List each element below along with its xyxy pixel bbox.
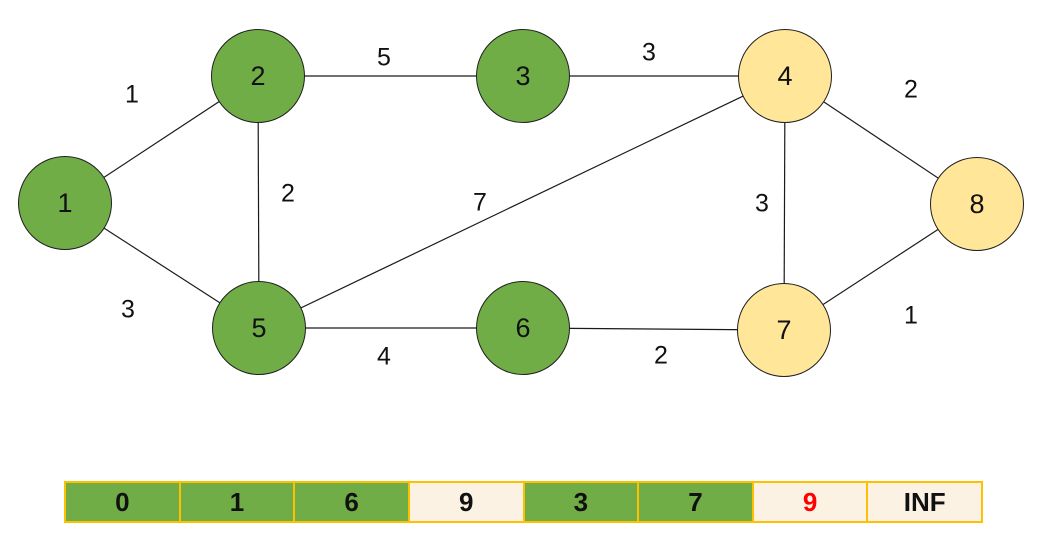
node-2-label: 2	[250, 60, 266, 91]
distance-cell-6: 7	[637, 483, 752, 521]
node-3-label: 3	[515, 60, 531, 91]
node-5-label: 5	[251, 312, 267, 343]
node-7: 7	[737, 283, 831, 377]
node-8-label: 8	[969, 188, 985, 219]
edge-weight-2-3: 5	[377, 43, 391, 72]
distance-value-5: 3	[573, 486, 589, 517]
node-1-label: 1	[57, 187, 73, 218]
distance-value-6: 7	[688, 486, 703, 517]
node-7-label: 7	[776, 314, 792, 345]
edge-weight-4-8: 2	[904, 75, 918, 104]
node-5: 5	[212, 281, 306, 375]
node-6-label: 6	[515, 312, 531, 343]
distance-value-2: 1	[229, 486, 245, 517]
node-3: 3	[476, 29, 570, 123]
edge-weight-1-5: 3	[121, 295, 135, 324]
edge-weight-5-6: 4	[377, 342, 391, 371]
distance-value-8: INF	[903, 486, 946, 517]
edge-weight-7-8: 1	[904, 301, 918, 330]
edge-weight-2-5: 2	[281, 179, 295, 208]
distance-cell-5: 3	[522, 483, 638, 521]
node-1: 1	[18, 156, 112, 250]
distance-cell-4: 9	[407, 483, 523, 521]
edge-weight-3-4: 3	[642, 38, 656, 67]
distance-cell-8: INF	[866, 483, 981, 521]
distance-value-4: 9	[458, 486, 474, 517]
edge-5-4	[258, 75, 786, 329]
edge-weight-5-4: 7	[473, 188, 487, 217]
edge-weight-4-7: 3	[755, 189, 769, 218]
edge-weight-6-7: 2	[654, 341, 668, 370]
edge-weight-1-2: 1	[125, 80, 139, 109]
distance-table: 0 1 6 9 3 7 9 INF	[64, 481, 983, 523]
node-4-label: 4	[777, 60, 793, 91]
distance-cell-7: 9	[751, 483, 867, 521]
distance-cell-3: 6	[293, 483, 408, 521]
node-4: 4	[738, 29, 832, 123]
distance-cell-2: 1	[178, 483, 294, 521]
node-8: 8	[930, 157, 1024, 251]
distance-value-1: 0	[115, 486, 130, 517]
node-2: 2	[211, 29, 305, 123]
distance-cell-1: 0	[66, 483, 179, 521]
node-6: 6	[476, 281, 570, 375]
distance-value-3: 6	[344, 486, 359, 517]
distance-value-7: 9	[802, 486, 818, 517]
